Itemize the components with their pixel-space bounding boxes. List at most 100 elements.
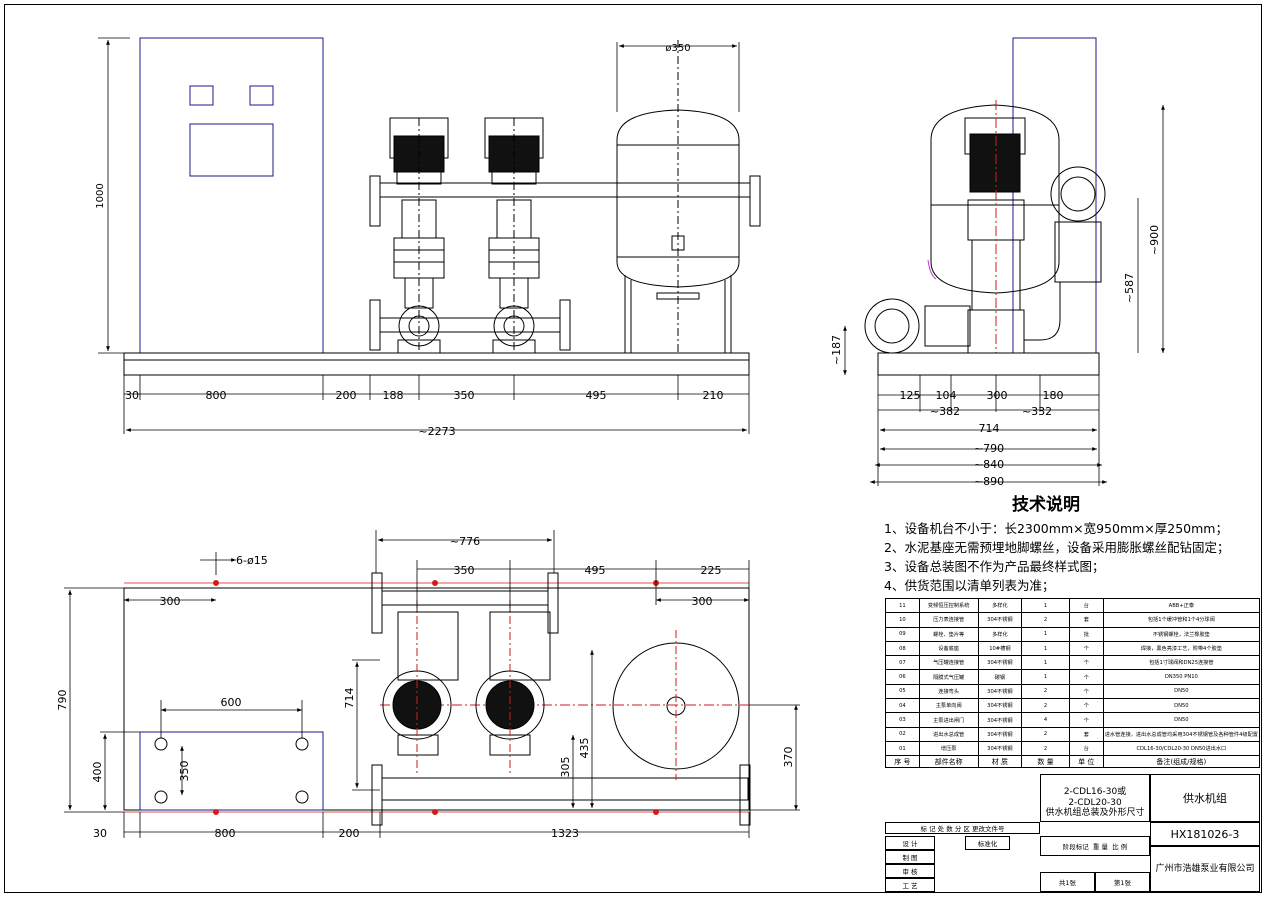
bom-cell: 多样化 [977, 626, 1023, 642]
side-dim-300: 300 [987, 389, 1008, 402]
plan-dim-225: 225 [701, 564, 722, 577]
rev-doc: 更改文件号 [971, 825, 1005, 833]
plan-view-dimensions [64, 530, 800, 838]
bom-cell: 304不锈钢 [977, 726, 1023, 742]
base-frame [123, 352, 750, 376]
bom-cell: 304不锈钢 [977, 712, 1023, 728]
bom-cell: 台 [1068, 597, 1104, 614]
bom-cell: 1 [1021, 597, 1070, 614]
cabinet-display [189, 123, 274, 177]
note-item-3: 3、设备总装图不作为产品最终样式图； [884, 559, 1105, 574]
bom-cell: 套 [1068, 612, 1104, 628]
front-total-dim: ~2273 [418, 425, 455, 438]
bom-cell: 06 [885, 669, 920, 685]
bom-cell: 个 [1068, 698, 1104, 714]
tb-draw: 制 图 [885, 850, 935, 864]
plan-dim-495: 495 [585, 564, 606, 577]
tb-model-text: 2-CDL16-30或 2-CDL20-30 [1063, 787, 1127, 808]
bom-cell: 进水管连接，进出水总成管均采用304不锈钢管及各种管件4级配置 [1102, 726, 1261, 742]
front-dim-5: 350 [454, 389, 475, 402]
tank-diameter-label: ø350 [665, 43, 690, 54]
side-dim-382: ~382 [930, 405, 960, 418]
plan-holes-label: 6-ø15 [236, 554, 268, 567]
bom-cell: 焊接，黑色亮漆工艺，附带4个胶垫 [1102, 640, 1261, 657]
rev-mark: 标 记 [920, 825, 936, 833]
bom-cell: 05 [885, 683, 920, 700]
bom-cell: 碳钢 [977, 669, 1023, 685]
plan-view [123, 572, 751, 826]
bom-cell: DN50 [1102, 683, 1261, 700]
bom-cell: 隔膜式气压罐 [918, 669, 979, 685]
bom-cell: 01 [885, 740, 920, 757]
front-dim-1: 30 [125, 389, 139, 402]
bom-cell: 个 [1068, 655, 1104, 671]
bom-cell: 07 [885, 655, 920, 671]
tb-rev-row: 标 记 处 数 分 区 更改文件号 [885, 822, 1040, 834]
bom-cell: 02 [885, 726, 920, 742]
title-block: 2-CDL16-30或 2-CDL20-30 供水机组总装及外形尺寸 供水机组 … [885, 774, 1260, 892]
bom-cell: 包括1个缓冲管和1个4分球阀 [1102, 612, 1261, 628]
side-dim-180: 180 [1043, 389, 1064, 402]
tb-drawing-title: 供水机组总装及外形尺寸 [1040, 806, 1150, 822]
bom-cell: 304不锈钢 [977, 683, 1023, 700]
inlet-flange-side [864, 298, 920, 354]
plan-bottom-dim-200: 200 [339, 827, 360, 840]
side-dim-104: 104 [936, 389, 957, 402]
note-item-2: 2、水泥基座无需预埋地脚螺丝，设备采用膨胀螺丝配钻固定； [884, 540, 1230, 555]
bom-cell: 材 质 [977, 755, 1023, 769]
plan-cabinet [139, 731, 324, 811]
tb-code: HX181026-3 [1150, 822, 1260, 846]
front-view [123, 37, 761, 376]
cabinet-meter-right [249, 85, 274, 106]
side-view [864, 37, 1106, 376]
outlet-header-pipe [379, 182, 751, 198]
bom-cell: 03 [885, 712, 920, 728]
side-tank [930, 104, 1060, 294]
rev-count: 处 数 [937, 825, 953, 833]
bom-cell: 进出水总成管 [918, 726, 979, 742]
bom-cell: 个 [1068, 712, 1104, 728]
plan-dim-350-vert: 350 [178, 761, 191, 782]
bom-cell: 批 [1068, 626, 1104, 642]
plan-dim-790: 790 [56, 690, 69, 711]
pump-1 [389, 117, 449, 354]
bom-cell: 螺栓、垫片等 [918, 626, 979, 642]
technical-notes: 技术说明 1、设备机台不小于：长2300mm×宽950mm×厚250mm； 2、… [884, 490, 1264, 595]
bom-cell: 304不锈钢 [977, 740, 1023, 757]
bom-cell: 1 [1021, 626, 1070, 642]
bom-cell: 个 [1068, 683, 1104, 700]
front-dim-4: 188 [383, 389, 404, 402]
side-dim-714: 714 [979, 422, 1000, 435]
bom-cell: 2 [1021, 683, 1070, 700]
bom-cell: 部件名称 [918, 755, 979, 769]
bom-cell: 1 [1021, 669, 1070, 685]
bom-cell: 4 [1021, 712, 1070, 728]
bom-cell: 2 [1021, 740, 1070, 757]
bom-cell: 单 位 [1068, 755, 1104, 769]
tb-standard: 标准化 [965, 836, 1010, 850]
control-cabinet [139, 37, 324, 354]
side-dim-125: 125 [900, 389, 921, 402]
bom-cell: 2 [1021, 612, 1070, 628]
bom-cell: 11 [885, 597, 920, 614]
bom-cell: 套 [1068, 726, 1104, 742]
plan-bottom-dim-800: 800 [215, 827, 236, 840]
bom-cell: 气压罐连接管 [918, 655, 979, 671]
plan-dim-300-right: 300 [692, 595, 713, 608]
front-view-dimensions [98, 37, 750, 434]
plan-dim-714: 714 [343, 688, 356, 709]
bom-header-row: 序 号部件名称材 质数 量单 位备注(组成/规格) [885, 755, 1261, 769]
cabinet-meter-left [189, 85, 214, 106]
pump-2 [484, 117, 544, 354]
side-dim-790: ~790 [974, 442, 1004, 455]
tb-company: 广州市浩雄泵业有限公司 [1150, 846, 1260, 892]
side-dim-890: ~890 [974, 475, 1004, 488]
